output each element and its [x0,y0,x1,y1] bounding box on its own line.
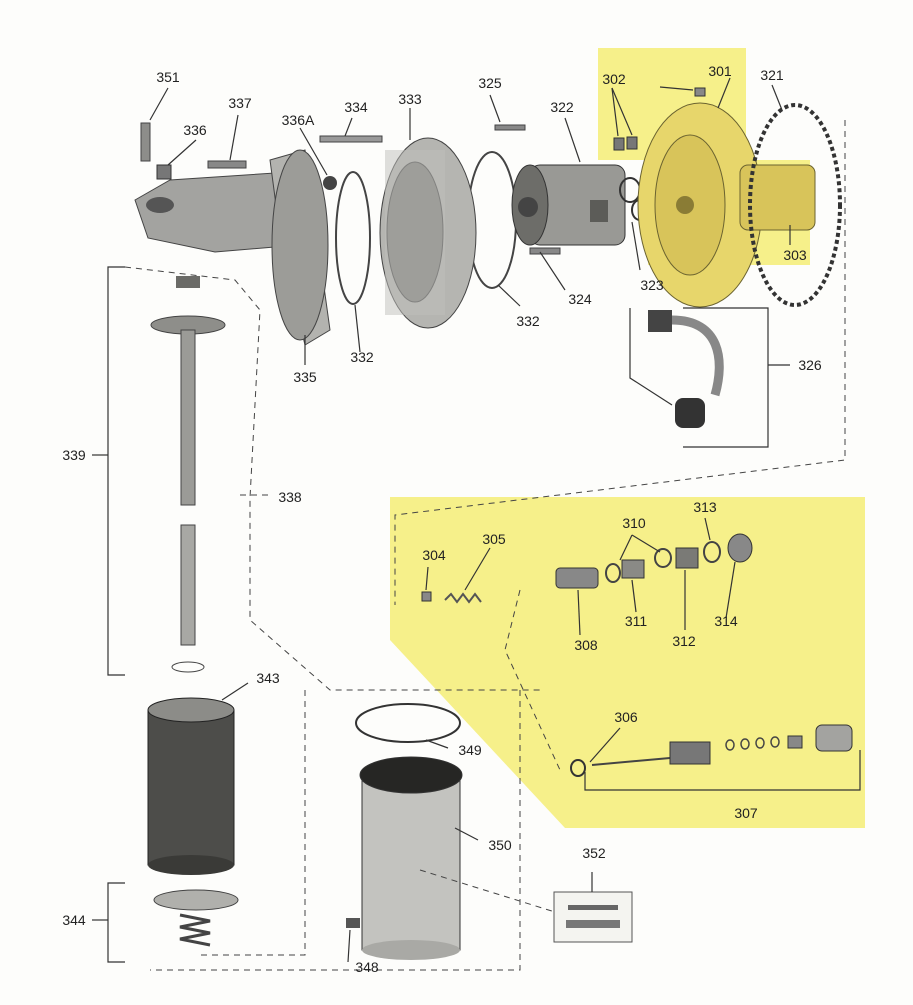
callout-301: 301 [708,63,732,79]
callout-344: 344 [62,912,86,928]
part-339-tube [150,276,226,673]
callout-322: 322 [550,99,574,115]
part-343-filter [147,697,235,875]
part-332-gasket-left [335,171,371,305]
part-334-bolt [319,135,383,143]
callout-326: 326 [798,357,822,373]
callout-350: 350 [488,837,512,853]
callout-348: 348 [355,959,379,975]
part-351-bolt [140,122,151,162]
callout-336a: 336A [282,112,315,128]
part-303-shaft [739,164,816,231]
callout-308: 308 [574,637,598,653]
part-333-housing [379,137,477,329]
callout-352: 352 [582,845,606,861]
callout-335: 335 [293,369,317,385]
callout-310: 310 [622,515,646,531]
callout-305: 305 [482,531,506,547]
callout-306: 306 [614,709,638,725]
callout-302: 302 [602,71,626,87]
part-349-gasket [355,703,461,743]
part-336-nut [156,164,172,180]
callout-314: 314 [714,613,738,629]
callout-323: 323 [640,277,664,293]
part-348-plug [346,918,360,928]
part-321-gasket [748,103,842,307]
callout-338: 338 [278,489,302,505]
part-322-pump [511,164,626,246]
callout-304: 304 [422,547,446,563]
callout-312: 312 [672,633,696,649]
part-324-bolt [529,247,561,255]
dashed-leaders [124,120,846,971]
callout-349: 349 [458,742,482,758]
callout-343: 343 [256,670,280,686]
callout-324: 324 [568,291,592,307]
valve-parts-row [421,533,753,604]
highlight-valve-assembly [390,497,865,828]
valve-assembly-307 [570,724,853,777]
part-325-pin [494,124,526,131]
part-326-hose [648,310,724,428]
callout-321: 321 [760,67,784,83]
callout-303: 303 [783,247,807,263]
callout-311: 311 [625,613,648,629]
callout-333: 333 [398,91,422,107]
callout-313: 313 [693,499,717,515]
callout-336: 336 [183,122,207,138]
callout-325: 325 [478,75,502,91]
callout-332-left: 332 [350,349,374,365]
leader-lines [92,77,861,963]
callout-307: 307 [734,805,758,821]
callout-351: 351 [156,69,180,85]
callout-337: 337 [228,95,252,111]
part-301-housing [637,102,763,308]
callout-labels: 351 336 337 336A 334 333 325 322 302 301… [62,63,822,975]
part-350-bowl [359,756,463,960]
part-302-nuts [613,87,706,151]
part-335-bracket [134,149,331,346]
callout-334: 334 [344,99,368,115]
callout-339: 339 [62,447,86,463]
part-344-spring [153,889,239,947]
part-336a-nut [323,176,337,190]
part-352-label [553,891,633,943]
part-337-bolt [207,160,247,169]
callout-332-right: 332 [516,313,540,329]
